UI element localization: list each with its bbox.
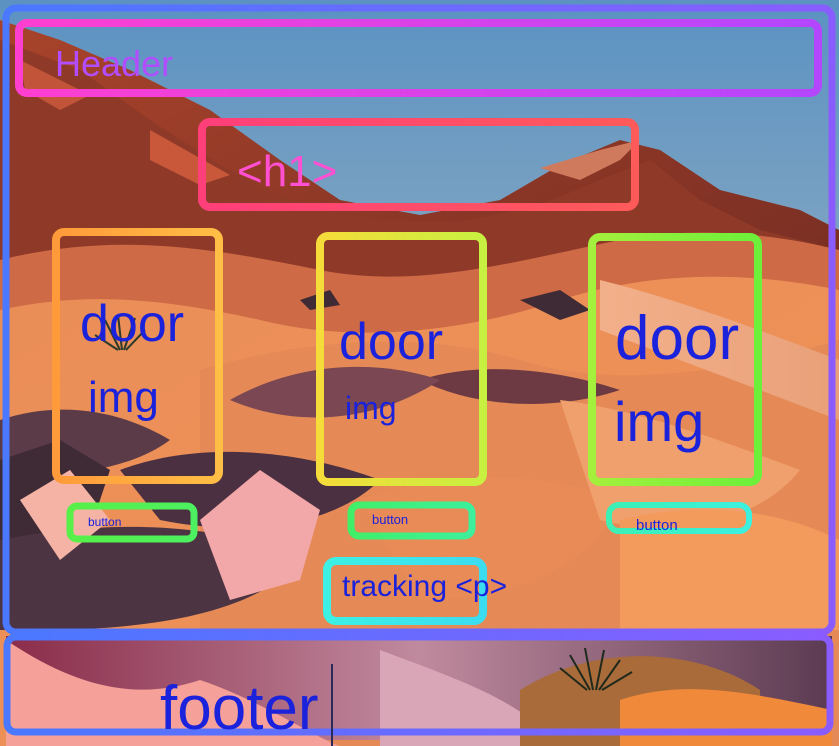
plant-decoration xyxy=(94,314,146,351)
door-3-img-label: img xyxy=(614,390,705,453)
door-3-door-label: door xyxy=(615,304,740,373)
door-1-door-label: door xyxy=(80,295,185,353)
button-1-label: button xyxy=(88,515,122,529)
footer-box xyxy=(3,633,834,736)
door-box-2 xyxy=(316,232,487,486)
tracking-box xyxy=(323,557,487,625)
header-box xyxy=(15,19,822,97)
button-box-1 xyxy=(66,502,198,543)
door-box-1 xyxy=(52,228,223,484)
header-label: Header xyxy=(55,43,174,84)
button-box-2 xyxy=(347,501,476,540)
door-1-img-label: img xyxy=(88,373,159,422)
door-2-door-label: door xyxy=(339,313,444,371)
outer-frame xyxy=(2,4,836,636)
h1-box xyxy=(198,118,639,211)
button-box-3 xyxy=(606,502,752,534)
footer-plant-decoration xyxy=(559,647,633,691)
tracking-label: tracking <p> xyxy=(342,570,508,603)
door-box-3 xyxy=(588,233,762,486)
door-2-img-label: img xyxy=(345,390,397,426)
button-3-label: button xyxy=(636,517,678,534)
footer-label: footer xyxy=(160,674,319,743)
button-2-label: button xyxy=(372,512,409,527)
text-cursor-caret xyxy=(331,664,333,746)
h1-label: <h1> xyxy=(237,147,338,196)
